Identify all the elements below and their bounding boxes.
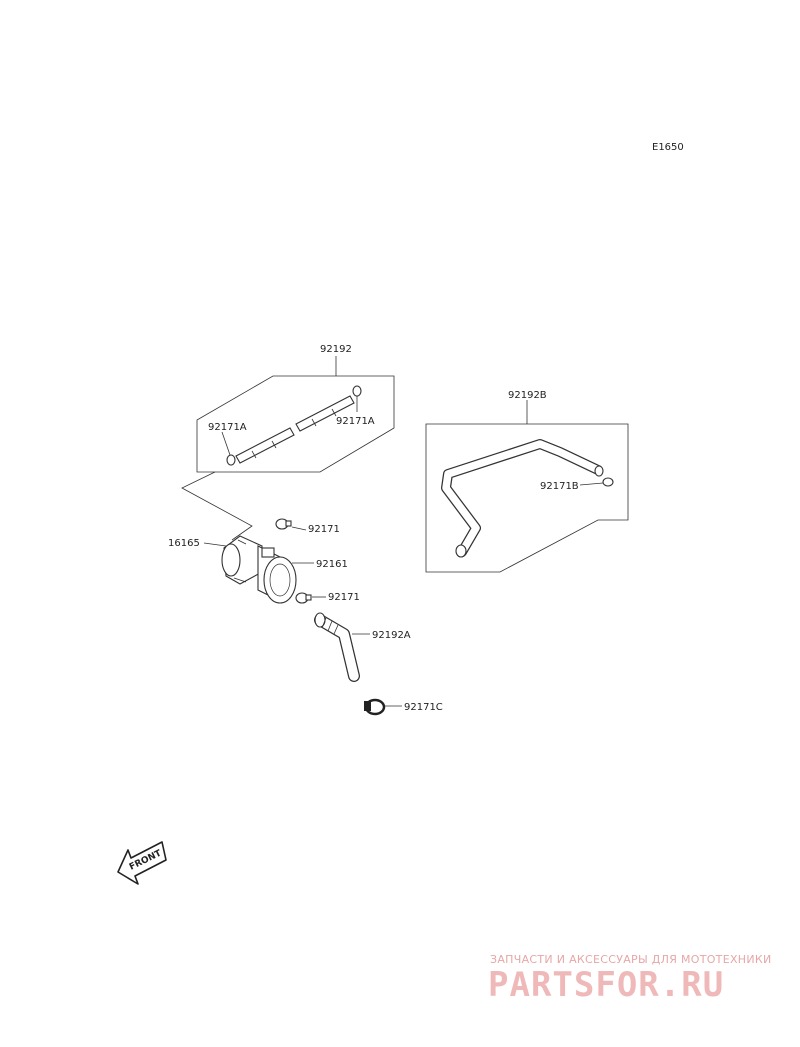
group-box-92192 [196,356,395,473]
label-92171-bottom[interactable]: 92171 [328,592,360,603]
hose-92192B [441,439,604,558]
label-16165[interactable]: 16165 [168,538,200,549]
clamp-92171-bottom [295,592,312,604]
breather-filter-92161 [221,535,297,604]
front-arrow-icon: FRONT [117,841,167,885]
label-92171C[interactable]: 92171C [404,702,443,713]
breather-tube-92192 [235,395,355,464]
label-92171A-left[interactable]: 92171A [208,422,247,433]
clamp-92171-top [275,518,292,530]
clamp-92171A-left [226,454,236,466]
diagram-code: E1650 [652,142,684,153]
watermark-brand: PARTSFOR.RU [488,965,725,1005]
label-92192[interactable]: 92192 [320,344,352,355]
watermark-tagline: ЗАПЧАСТИ И АКСЕССУАРЫ ДЛЯ МОТОТЕХНИКИ [490,953,772,966]
label-92171-top[interactable]: 92171 [308,524,340,535]
hose-92192A [314,612,360,682]
label-92192B[interactable]: 92192B [508,390,547,401]
clamp-92171B [602,477,614,487]
label-92171A-right[interactable]: 92171A [336,416,375,427]
clamp-92171A-right [352,385,362,397]
label-92161[interactable]: 92161 [316,559,348,570]
group-box-92192B [425,400,629,573]
leader-16165 [181,471,253,541]
clamp-92171C [364,698,386,716]
label-92192A[interactable]: 92192A [372,630,411,641]
label-92171B[interactable]: 92171B [540,481,579,492]
